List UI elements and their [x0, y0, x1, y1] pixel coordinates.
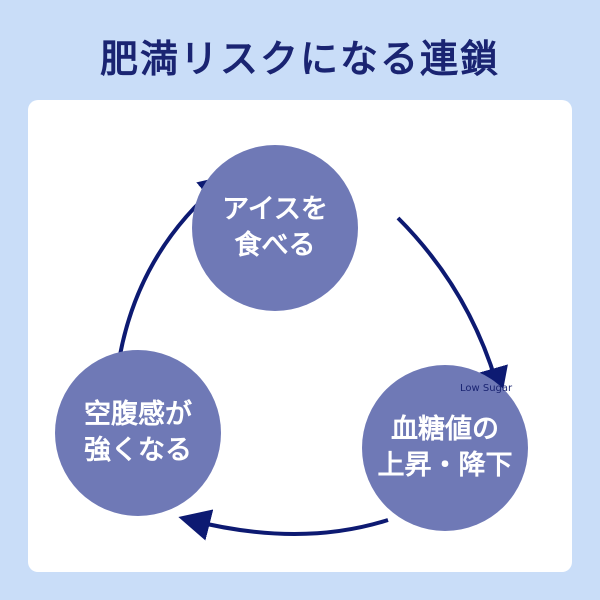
- node-label: 食べる: [234, 230, 316, 261]
- node-label: 血糖値の: [391, 414, 499, 445]
- low-sugar-text: Low Sugar: [460, 383, 513, 394]
- arrow-eat-to-bloodsugar: [396, 216, 508, 400]
- node-hunger: 空腹感が 強くなる: [55, 350, 221, 516]
- node-label: 上昇・降下: [377, 450, 513, 481]
- node-label: アイスを: [222, 194, 328, 225]
- arrow-bloodsugar-to-hunger: [178, 509, 389, 541]
- node-label: 空腹感が: [84, 399, 192, 430]
- node-label: 強くなる: [84, 435, 192, 466]
- node-blood-sugar: Low Sugar 血糖値の 上昇・降下: [362, 365, 528, 531]
- node-eat-ice-cream: アイスを 食べる: [192, 145, 358, 311]
- page-title: 肥満リスクになる連鎖: [99, 37, 500, 81]
